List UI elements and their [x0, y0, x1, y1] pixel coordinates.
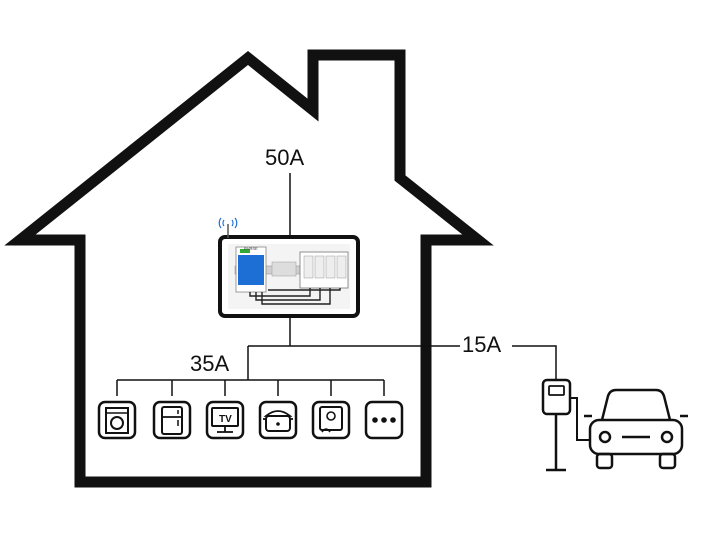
house-outline	[4, 49, 494, 488]
wifi-antenna-icon	[218, 217, 238, 238]
refrigerator-icon	[152, 400, 192, 440]
rice-cooker-icon	[258, 400, 298, 440]
more-icon	[364, 400, 404, 440]
washing-machine-icon	[97, 400, 137, 440]
tv-icon: TV	[205, 400, 245, 440]
svg-text:TV: TV	[219, 414, 232, 425]
water-heater-icon	[311, 400, 351, 440]
distribution-panel: RVRSE	[218, 217, 360, 318]
appliance-current-label: 35A	[190, 351, 229, 376]
ev-charger-icon	[541, 378, 590, 472]
charger-current-label: 15A	[462, 332, 501, 357]
electric-car-icon	[584, 388, 688, 470]
charger-wire	[512, 345, 557, 380]
main-current-label: 50A	[265, 145, 304, 170]
svg-text:RVRSE: RVRSE	[244, 246, 258, 251]
